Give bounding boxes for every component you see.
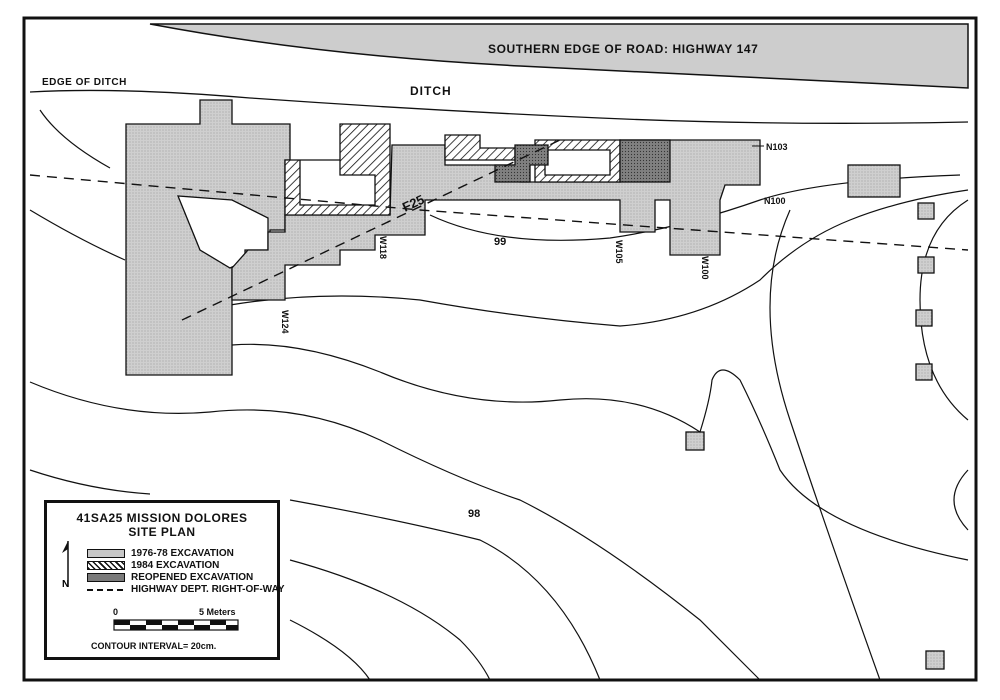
contour-line: [953, 469, 969, 531]
ditch-label: DITCH: [410, 84, 452, 98]
feature-f25-line: [181, 139, 561, 321]
contour-interval-label: CONTOUR INTERVAL= 20cm.: [91, 641, 217, 651]
legend-title: 41SA25 MISSION DOLORES: [76, 511, 248, 525]
scale-bar: [113, 619, 239, 631]
north-label: N: [62, 579, 70, 590]
right-of-way-line: [29, 174, 969, 251]
test-units: [685, 202, 945, 670]
grid-label-n100: N100: [764, 196, 786, 206]
scale-end-label: 5 Meters: [199, 607, 236, 617]
grid-label-w105: W105: [614, 240, 624, 264]
contour-line: [769, 209, 881, 681]
legend: 41SA25 MISSION DOLORES SITE PLAN N 1976-…: [44, 500, 285, 660]
test-unit: [917, 256, 935, 274]
scale-start-label: 0: [113, 607, 119, 617]
contour-label-99: 99: [494, 236, 506, 248]
ditch-edge-label: EDGE OF DITCH: [42, 77, 127, 88]
reopened-unit: [619, 139, 671, 183]
contour-line: [39, 109, 111, 169]
grid-label-w118: W118: [378, 236, 388, 259]
legend-swatch-stipple: [87, 548, 125, 558]
road-label: SOUTHERN EDGE OF ROAD: HIGHWAY 147: [488, 42, 758, 56]
road-area: [149, 23, 969, 89]
legend-swatch-dashed: [87, 584, 125, 594]
test-unit: [925, 650, 945, 670]
contour-line: [29, 381, 761, 681]
legend-label: 1984 EXCAVATION: [131, 559, 220, 571]
legend-label: REOPENED EXCAVATION: [131, 571, 254, 583]
test-unit: [915, 363, 933, 381]
legend-swatch-hatch: [87, 560, 125, 570]
legend-label: 1976-78 EXCAVATION: [131, 547, 234, 559]
legend-label: HIGHWAY DEPT. RIGHT-OF-WAY: [131, 583, 285, 595]
ditch-edge-line: [29, 89, 969, 124]
north-arrow-icon: [62, 541, 69, 587]
legend-item-reopened: REOPENED EXCAVATION: [87, 571, 253, 583]
test-unit: [685, 431, 705, 451]
grid-label-n103: N103: [766, 142, 788, 152]
legend-swatch-dark: [87, 572, 125, 582]
grid-label-w124: W124: [280, 310, 290, 334]
test-unit: [915, 309, 933, 327]
legend-item-1976-78: 1976-78 EXCAVATION: [87, 547, 234, 559]
contour-line: [919, 199, 969, 421]
contour-line: [231, 343, 969, 561]
contour-line: [229, 189, 969, 327]
contour-label-98: 98: [468, 508, 480, 520]
excavation-unit-east-a: [847, 164, 901, 198]
legend-item-1984: 1984 EXCAVATION: [87, 559, 219, 571]
contour-line: [289, 559, 491, 681]
test-unit: [917, 202, 935, 220]
contour-line: [29, 469, 151, 495]
excavation-1984-unit: [284, 123, 391, 216]
excavation-reopened: [494, 139, 671, 183]
grid-label-w100: W100: [700, 256, 710, 280]
legend-subtitle: SITE PLAN: [128, 525, 196, 539]
contour-line: [289, 499, 601, 681]
legend-item-right-of-way: HIGHWAY DEPT. RIGHT-OF-WAY: [87, 583, 285, 595]
excavation-1984: [284, 123, 621, 216]
contour-line: [289, 619, 371, 681]
contour-line: [29, 209, 126, 261]
